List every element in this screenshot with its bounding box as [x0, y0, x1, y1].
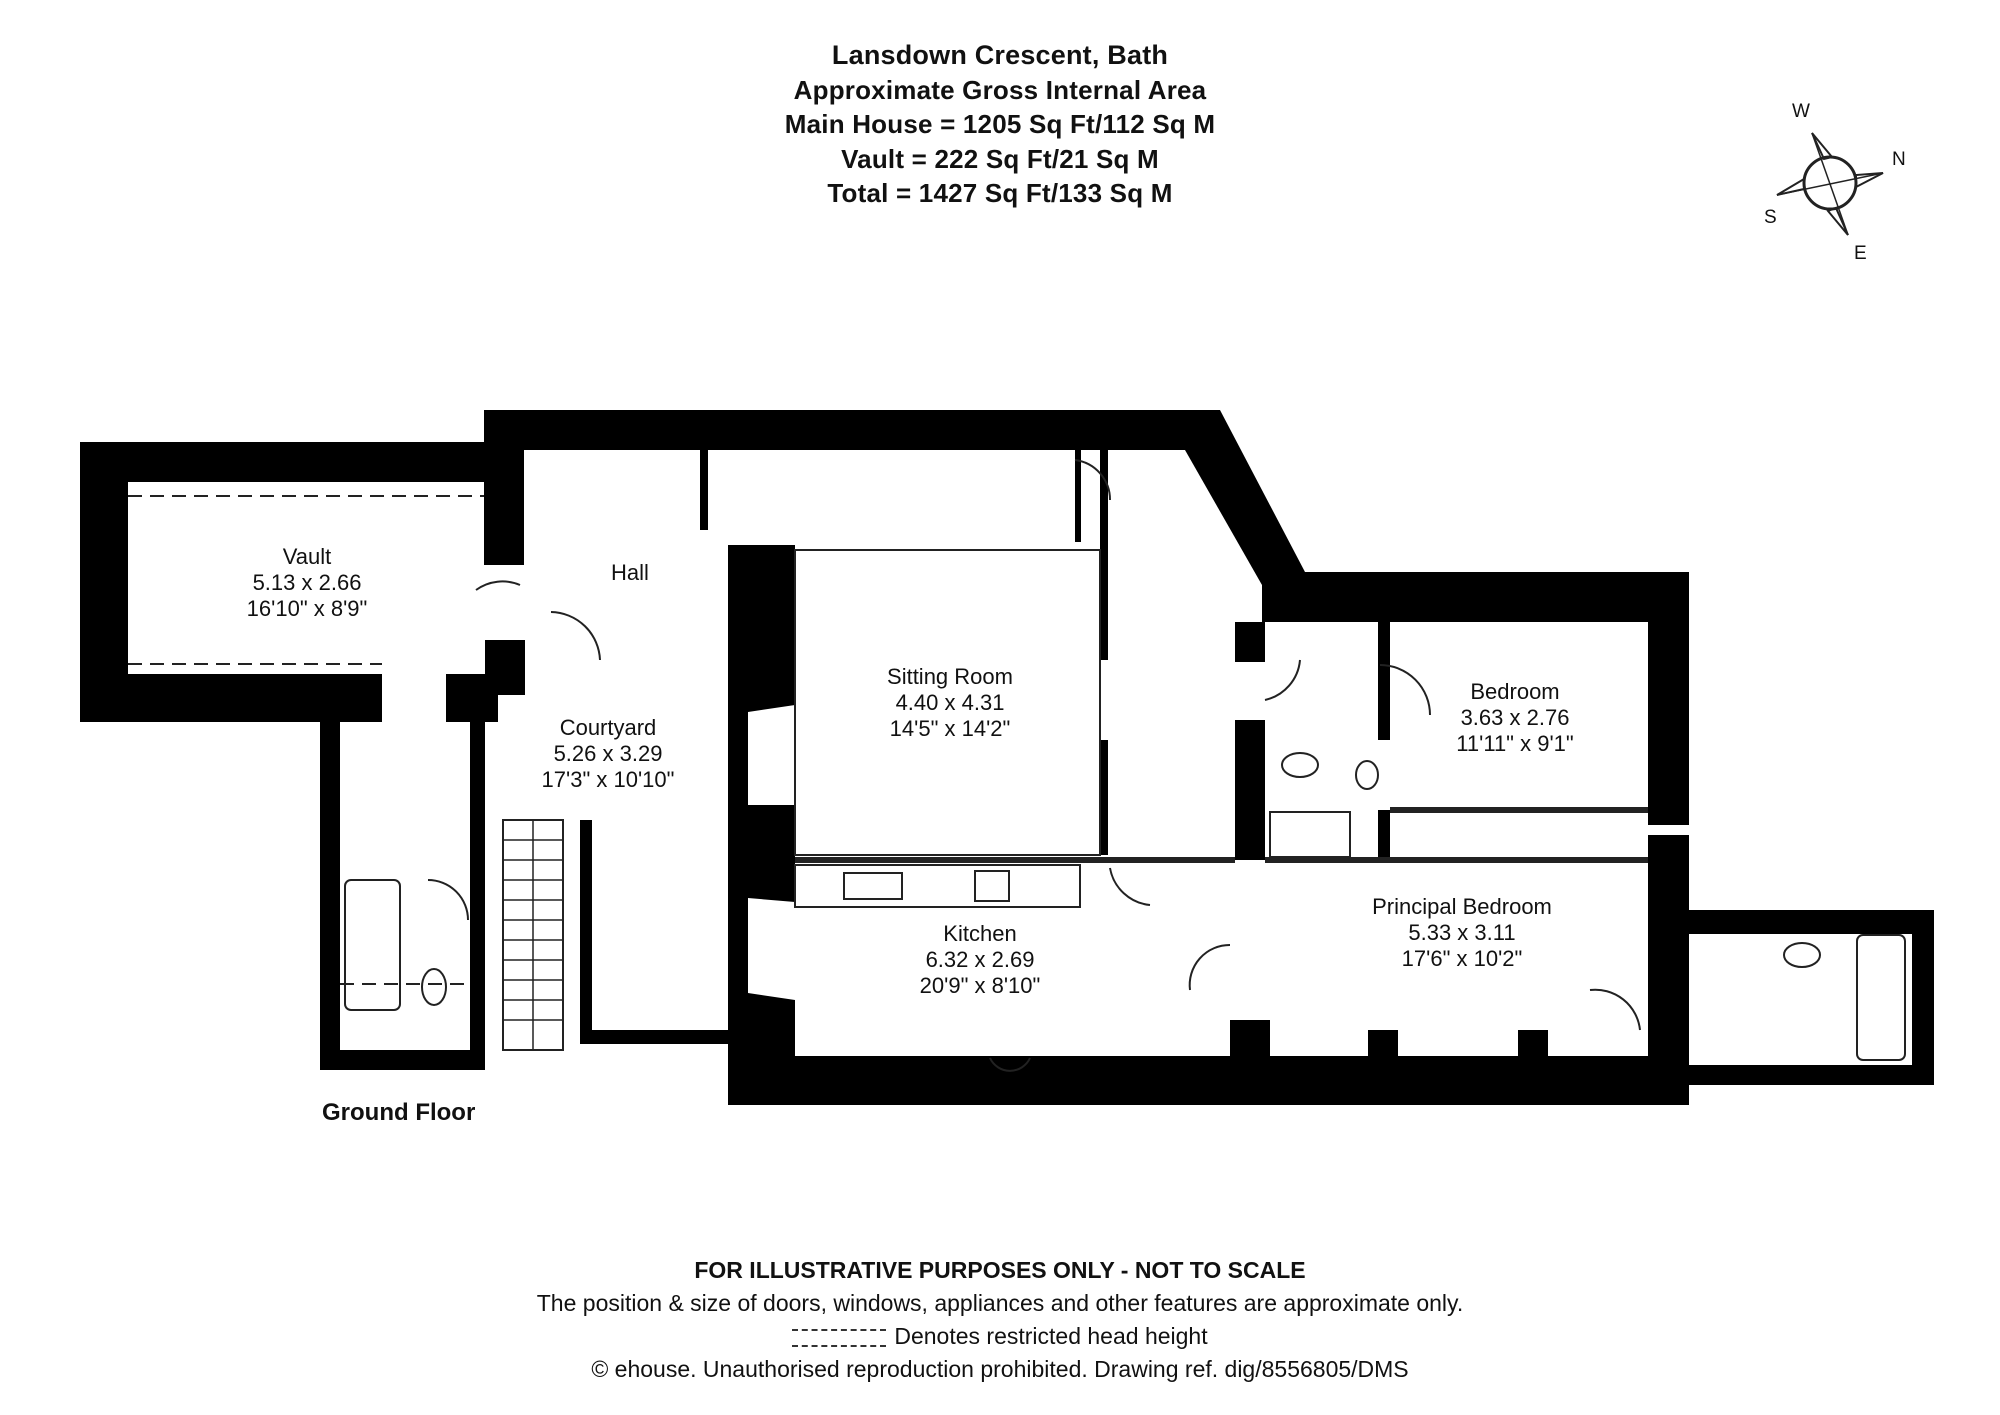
courtyard-name: Courtyard	[560, 715, 657, 740]
wall	[1368, 1030, 1398, 1060]
door-arc	[1589, 988, 1641, 1031]
basin-icon	[1355, 760, 1379, 790]
bath-icon	[344, 879, 401, 1011]
wall	[1235, 622, 1265, 662]
vault-imperial: 16'10" x 8'9"	[247, 596, 368, 621]
wall	[80, 674, 382, 722]
vault-metric: 5.13 x 2.66	[253, 570, 362, 595]
main-house-area: Main House = 1205 Sq Ft/112 Sq M	[784, 109, 1216, 139]
wall	[1075, 450, 1081, 542]
wall	[1378, 620, 1390, 740]
sink-icon	[843, 872, 903, 900]
toilet-icon	[1281, 752, 1319, 778]
wall	[1185, 410, 1305, 585]
wall	[320, 720, 340, 1050]
principal-bedroom-metric: 5.33 x 3.11	[1408, 920, 1515, 945]
door-arc	[475, 580, 521, 591]
wall	[485, 640, 525, 695]
compass-icon	[1776, 132, 1884, 236]
wall	[580, 820, 592, 1040]
sitting-room-outline	[794, 549, 1101, 856]
door-arc	[1188, 943, 1231, 991]
principal-bedroom-name: Principal Bedroom	[1372, 894, 1552, 919]
compass-w: W	[1792, 101, 1810, 122]
wall	[728, 1056, 1689, 1105]
vault-name: Vault	[283, 544, 332, 569]
kitchen-worktop	[794, 864, 1081, 908]
wall	[320, 1050, 485, 1070]
wall	[1912, 910, 1934, 1085]
floor-label: Ground Floor	[322, 1099, 476, 1126]
compass-n: N	[1892, 149, 1906, 170]
compass-s: S	[1764, 207, 1777, 228]
property-title: Lansdown Crescent, Bath	[831, 40, 1169, 70]
wall	[1100, 450, 1108, 660]
hall-name: Hall	[611, 560, 649, 585]
disclaimer: FOR ILLUSTRATIVE PURPOSES ONLY - NOT TO …	[694, 1257, 1306, 1283]
wall	[470, 720, 485, 1050]
wall	[728, 990, 795, 1060]
stair-treads	[503, 820, 563, 1050]
legend: Denotes restricted head height	[0, 1320, 2000, 1353]
door-arc	[427, 879, 469, 921]
bath-icon	[1856, 934, 1906, 1061]
wall	[1100, 740, 1108, 855]
wall	[1230, 1020, 1270, 1060]
wall	[1689, 1065, 1934, 1085]
wall	[484, 410, 1220, 450]
compass-e: E	[1854, 243, 1867, 264]
walls	[80, 410, 1934, 1105]
wall	[700, 430, 708, 530]
sitting-room-metric: 4.40 x 4.31	[896, 690, 1005, 715]
door-arc	[1264, 659, 1301, 701]
bedroom-name: Bedroom	[1470, 679, 1559, 704]
hob-icon	[974, 870, 1010, 902]
wall	[1378, 810, 1390, 860]
principal-bedroom-imperial: 17'6" x 10'2"	[1402, 946, 1523, 971]
shower-icon	[1269, 811, 1351, 858]
wall	[80, 442, 485, 482]
wall	[1235, 720, 1265, 860]
wall	[580, 1030, 730, 1044]
wall	[1689, 910, 1934, 934]
wall	[728, 545, 795, 712]
wall	[728, 805, 795, 902]
sitting-room-imperial: 14'5" x 14'2"	[890, 716, 1011, 741]
door-arc	[1109, 867, 1151, 906]
toilet-icon	[421, 968, 447, 1006]
room-labels: Vault 5.13 x 2.66 16'10" x 8'9" Hall Cou…	[247, 544, 1574, 998]
kitchen-metric: 6.32 x 2.69	[926, 947, 1035, 972]
footer: FOR ILLUSTRATIVE PURPOSES ONLY - NOT TO …	[0, 1254, 2000, 1386]
kitchen-imperial: 20'9" x 8'10"	[920, 973, 1041, 998]
restricted-height-legend-icon	[792, 1328, 887, 1347]
bedroom-metric: 3.63 x 2.76	[1461, 705, 1570, 730]
door-arc	[550, 611, 601, 661]
approximation-note: The position & size of doors, windows, a…	[536, 1290, 1464, 1316]
legend-text: Denotes restricted head height	[894, 1323, 1208, 1349]
kitchen-name: Kitchen	[943, 921, 1016, 946]
wall	[1262, 572, 1689, 622]
door-arc	[989, 1057, 1031, 1072]
courtyard-imperial: 17'3" x 10'10"	[542, 767, 675, 792]
door-arc	[1074, 459, 1112, 501]
interior-lines	[128, 459, 1906, 1072]
wall	[1648, 572, 1689, 822]
courtyard-metric: 5.26 x 3.29	[554, 741, 663, 766]
door-arc	[1379, 664, 1431, 716]
toilet-icon	[1783, 942, 1821, 968]
area-subtitle: Approximate Gross Internal Area	[793, 74, 1207, 105]
wall	[1518, 1030, 1548, 1060]
copyright: © ehouse. Unauthorised reproduction proh…	[591, 1356, 1409, 1382]
sitting-room-name: Sitting Room	[887, 664, 1013, 689]
compass-rose: W N S E	[1740, 95, 1920, 275]
total-area: Total = 1427 Sq Ft/133 Sq M	[827, 178, 1173, 208]
bedroom-imperial: 11'11" x 9'1"	[1456, 731, 1573, 756]
wall	[1648, 797, 1689, 825]
vault-area: Vault = 222 Sq Ft/21 Sq M	[841, 143, 1159, 174]
header: Lansdown Crescent, Bath Approximate Gros…	[0, 38, 2000, 211]
